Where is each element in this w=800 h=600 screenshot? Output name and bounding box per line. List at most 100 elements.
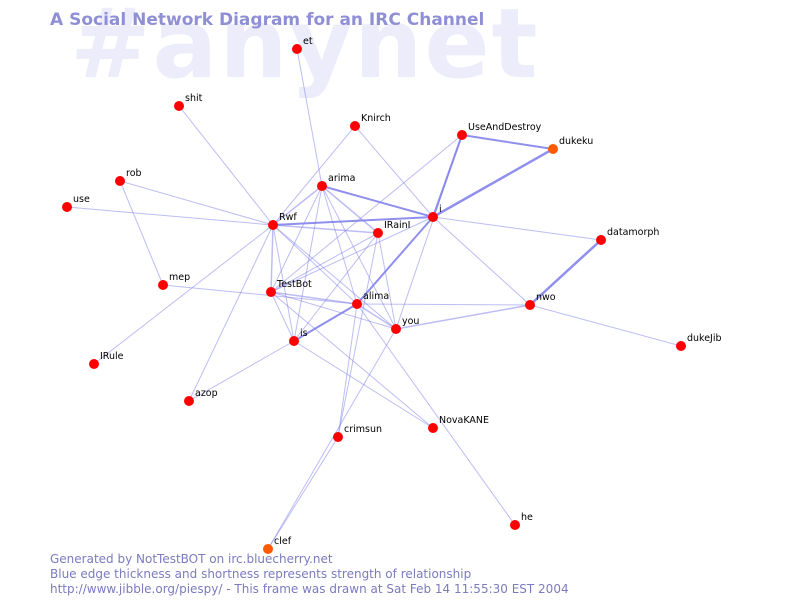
node-crimsun: crimsun [333,424,382,442]
edge-UseAndDestroy-dukeku [461,134,554,150]
node-rob: rob [115,168,142,186]
node-dot-dukeJib [676,341,686,351]
node-dot-i [428,212,438,222]
node-mep: mep [158,272,190,290]
edge-TestBot-you [270,291,397,330]
footer: Generated by NotTestBOT on irc.bluecherr… [50,552,569,597]
node-dot-rob [115,176,125,186]
node-label-Knirch: Knirch [361,113,391,124]
node-dot-mep [158,280,168,290]
node-dot-nwo [525,300,535,310]
edge-is-azop [188,340,295,402]
edge-use-Rwf [66,206,274,226]
edge-alima-crimsun [337,303,358,438]
edge-shit-Rwf [178,105,274,226]
footer-url-timestamp: http://www.jibble.org/piespy/ - This fra… [50,582,569,596]
node-dukeJib: dukeJib [676,333,722,351]
node-dot-IRule [89,359,99,369]
node-dot-is [289,336,299,346]
node-shit: shit [174,93,203,111]
node-dot-UseAndDestroy [457,130,467,140]
node-label-TestBot: TestBot [276,279,312,290]
edge-Rwf-i [272,216,434,226]
edge-Rwf-TestBot [270,224,274,293]
node-TestBot: TestBot [266,279,312,297]
edge-alima-he [356,303,516,526]
edge-Knirch-i [354,125,434,218]
node-dot-azop [184,396,194,406]
edge-Rwf-azop [188,224,274,402]
edge-arima-alima [321,185,358,305]
edge-UseAndDestroy-you [395,134,463,330]
edge-Rwf-alima [272,224,358,305]
node-UseAndDestroy: UseAndDestroy [457,122,542,140]
node-label-shit: shit [185,93,203,104]
node-label-use: use [73,194,90,205]
edge-i-nwo [432,216,531,306]
node-arima: arima [317,173,355,191]
edge-you-nwo [395,304,531,330]
node-label-is: is [300,328,308,339]
node-nwo: nwo [525,292,556,310]
edge-rob-Rwf [119,180,274,226]
node-label-you: you [402,316,419,327]
edge-nwo-datamorph [529,239,602,306]
node-label-he: he [521,512,533,523]
node-dot-Knirch [350,121,360,131]
node-dot-et [292,44,302,54]
node-dot-IRainI [373,228,383,238]
node-label-IRainI: IRainI [384,220,410,231]
edge-arima-TestBot [270,185,323,293]
edge-Knirch-Rwf [272,125,356,226]
node-Rwf: Rwf [268,212,297,230]
node-alima: alima [352,291,389,309]
node-he: he [510,512,533,530]
node-datamorph: datamorph [596,227,659,245]
node-use: use [62,194,90,212]
edge-mep-alima [162,284,358,305]
node-IRainI: IRainI [373,220,410,238]
node-label-arima: arima [328,173,355,184]
edge-UseAndDestroy-TestBot [270,134,463,293]
node-you: you [391,316,419,334]
node-label-i: i [439,204,442,215]
node-dot-you [391,324,401,334]
node-et: et [292,36,313,54]
node-label-alima: alima [363,291,389,302]
edge-Rwf-IRainI [272,224,379,234]
node-dot-TestBot [266,287,276,297]
edge-IRainI-you [377,232,397,330]
node-dot-NovaKANE [428,423,438,433]
footer-legend-note: Blue edge thickness and shortness repres… [50,567,472,581]
node-IRule: IRule [89,351,124,369]
node-label-et: et [303,36,313,47]
edge-i-TestBot [270,216,434,293]
edge-crimsun-clef [267,436,339,550]
node-label-dukeJib: dukeJib [687,333,722,344]
edge-Rwf-IRule [93,224,274,365]
node-label-crimsun: crimsun [344,424,382,435]
node-label-mep: mep [169,272,190,283]
edge-alima-nwo [356,303,531,306]
edge-arima-i [321,185,434,218]
node-dot-Rwf [268,220,278,230]
edge-arima-Rwf [272,185,323,226]
node-label-Rwf: Rwf [279,212,297,223]
node-label-datamorph: datamorph [607,227,659,238]
edge-arima-IRainI [321,185,379,234]
node-label-nwo: nwo [536,292,556,303]
diagram-title: A Social Network Diagram for an IRC Chan… [50,10,485,30]
node-dot-use [62,202,72,212]
node-label-clef: clef [274,536,292,547]
edge-layer [66,48,682,550]
node-dot-he [510,520,520,530]
node-label-IRule: IRule [100,351,124,362]
node-label-rob: rob [126,168,142,179]
node-clef: clef [263,536,292,554]
node-dot-shit [174,101,184,111]
edge-et-arima [296,48,323,187]
edge-Rwf-is [272,224,295,342]
